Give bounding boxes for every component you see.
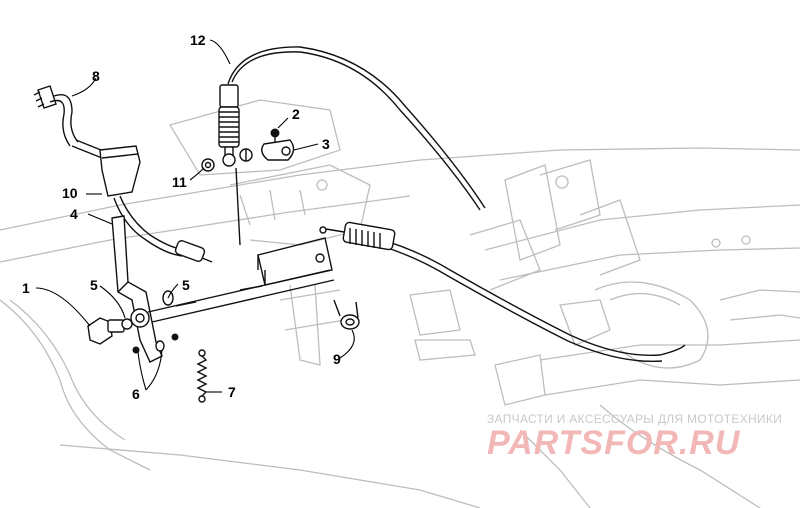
label-7: 7 xyxy=(228,384,236,400)
switch-harness xyxy=(33,85,213,263)
label-12: 12 xyxy=(190,32,206,48)
hardware xyxy=(87,128,360,403)
label-9: 9 xyxy=(333,351,341,367)
throttle-lever xyxy=(111,215,163,363)
label-11: 11 xyxy=(172,174,187,190)
label-8: 8 xyxy=(92,68,100,84)
leader-lines xyxy=(35,39,355,393)
label-2: 2 xyxy=(292,106,300,122)
label-3: 3 xyxy=(322,136,330,152)
callout-labels: 1 2 3 4 5 5 6 7 8 9 10 11 12 xyxy=(22,32,341,402)
throttle-cable xyxy=(218,46,686,363)
mounting-bracket xyxy=(235,167,333,286)
label-6: 6 xyxy=(132,386,140,402)
label-5b: 5 xyxy=(182,277,190,293)
vehicle-frame xyxy=(0,99,800,508)
watermark-logo: PARTSFOR.RU xyxy=(487,424,741,462)
label-10: 10 xyxy=(62,185,78,201)
label-4: 4 xyxy=(70,206,78,222)
pivot-shaft xyxy=(147,269,335,323)
watermark-tagline: ЗАПЧАСТИ И АКСЕССУАРЫ ДЛЯ МОТОТЕХНИКИ xyxy=(487,412,783,426)
label-5a: 5 xyxy=(90,277,98,293)
label-1: 1 xyxy=(22,280,30,296)
